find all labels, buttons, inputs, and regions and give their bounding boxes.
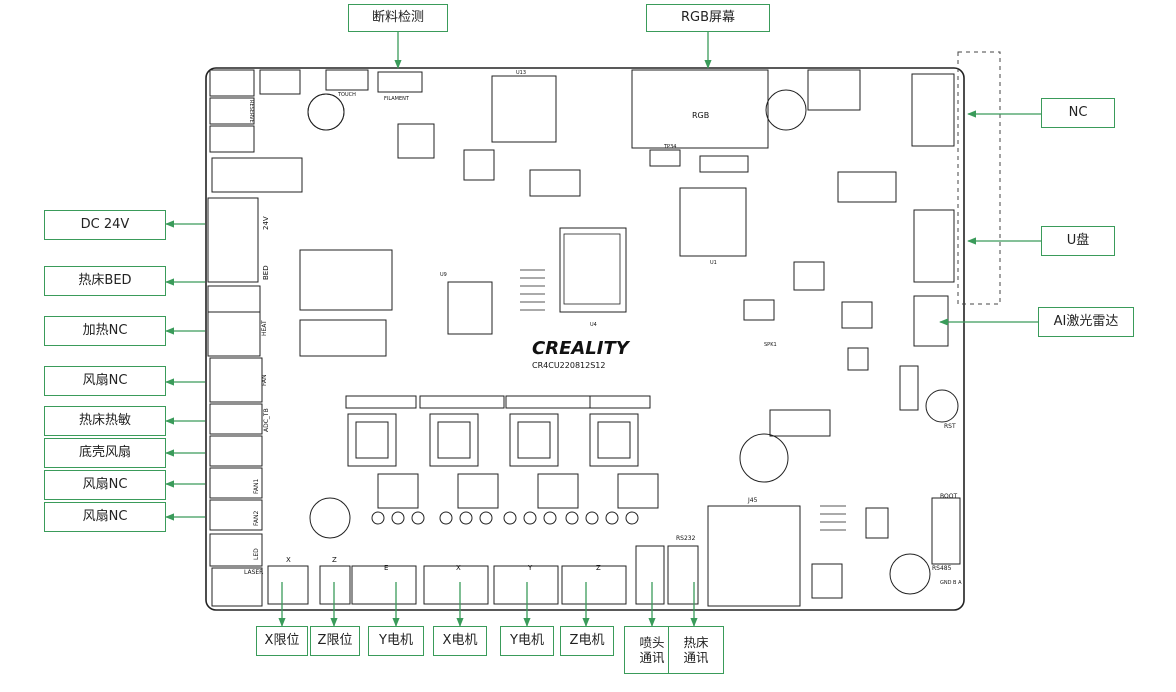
label-fan-nc-2: 风扇NC xyxy=(44,470,166,500)
silk-fan1: FAN1 xyxy=(253,479,260,494)
label-bed-comm-line1: 热床 xyxy=(683,635,709,650)
board-logo: CREALITY xyxy=(532,338,631,359)
silk-x: X xyxy=(286,556,291,564)
silk-z: Z xyxy=(332,556,337,564)
label-filament-detect: 断料检测 xyxy=(348,4,448,32)
silk-laser: LASER xyxy=(244,569,263,576)
label-dc24v: DC 24V xyxy=(44,210,166,240)
silk-u9: U9 xyxy=(440,272,447,278)
label-y-motor-1: Y电机 xyxy=(368,626,424,656)
label-udisk: U盘 xyxy=(1041,226,1115,256)
usb-dashed-outline xyxy=(957,51,1001,305)
silk-bed: BED xyxy=(262,265,270,280)
silk-x2: X xyxy=(456,564,461,572)
label-y-motor-2: Y电机 xyxy=(500,626,554,656)
silk-j45: J45 xyxy=(747,497,758,504)
pcb-components xyxy=(207,69,961,607)
silk-u1: U1 xyxy=(710,260,717,266)
silk-fan: FAN xyxy=(261,375,268,387)
label-bed-thermistor: 热床热敏 xyxy=(44,406,166,436)
label-bed-comm-line2: 通讯 xyxy=(683,650,709,665)
label-nozzle-comm-line2: 通讯 xyxy=(639,650,665,665)
silk-rst: RST xyxy=(944,423,956,430)
label-bed-comm: 热床 通讯 xyxy=(668,626,724,674)
silk-spk1: SPK1 xyxy=(764,342,777,348)
label-z-motor: Z电机 xyxy=(560,626,614,656)
label-z-limit: Z限位 xyxy=(310,626,360,656)
silk-tp34: TP34 xyxy=(663,144,676,150)
silk-u4: U4 xyxy=(590,322,597,328)
label-fan-nc-1: 风扇NC xyxy=(44,366,166,396)
silk-touch: TOUCH xyxy=(337,92,356,98)
silk-fan2: FAN2 xyxy=(253,511,260,526)
label-fan-nc-3: 风扇NC xyxy=(44,502,166,532)
silk-z2: Z xyxy=(596,564,601,572)
silk-e: E xyxy=(384,564,388,572)
callout-lines xyxy=(165,30,1041,627)
label-nozzle-comm-line1: 喷头 xyxy=(639,635,665,650)
silk-rs232: RS232 xyxy=(676,535,696,542)
silk-filament: FILAMENT xyxy=(384,96,410,102)
label-x-motor: X电机 xyxy=(433,626,487,656)
label-rgb-screen: RGB屏幕 xyxy=(646,4,770,32)
label-nc-top: NC xyxy=(1041,98,1115,128)
label-heated-bed: 热床BED xyxy=(44,266,166,296)
label-case-fan: 底壳风扇 xyxy=(44,438,166,468)
label-x-limit: X限位 xyxy=(256,626,308,656)
label-ai-lidar: AI激光雷达 xyxy=(1038,307,1134,337)
silk-24v: 24V xyxy=(262,216,270,230)
silk-gnd-b-a: GND B A xyxy=(940,580,962,586)
board-model: CR4CU220812S12 xyxy=(532,361,605,370)
silk-adc-tb: ADC_TB xyxy=(263,408,270,432)
silk-led: LED xyxy=(253,548,260,560)
silk-rs485: RS485 xyxy=(932,565,952,572)
silk-y: Y xyxy=(527,564,533,572)
silk-rgb: RGB xyxy=(692,111,709,120)
silk-reserve: RESERVE xyxy=(248,100,254,123)
label-heat-nc: 加热NC xyxy=(44,316,166,346)
silk-u13: U13 xyxy=(516,70,526,76)
silk-boot: BOOT xyxy=(940,493,957,500)
silk-heat: HEAT xyxy=(261,320,268,336)
pcb-decor xyxy=(520,269,846,531)
